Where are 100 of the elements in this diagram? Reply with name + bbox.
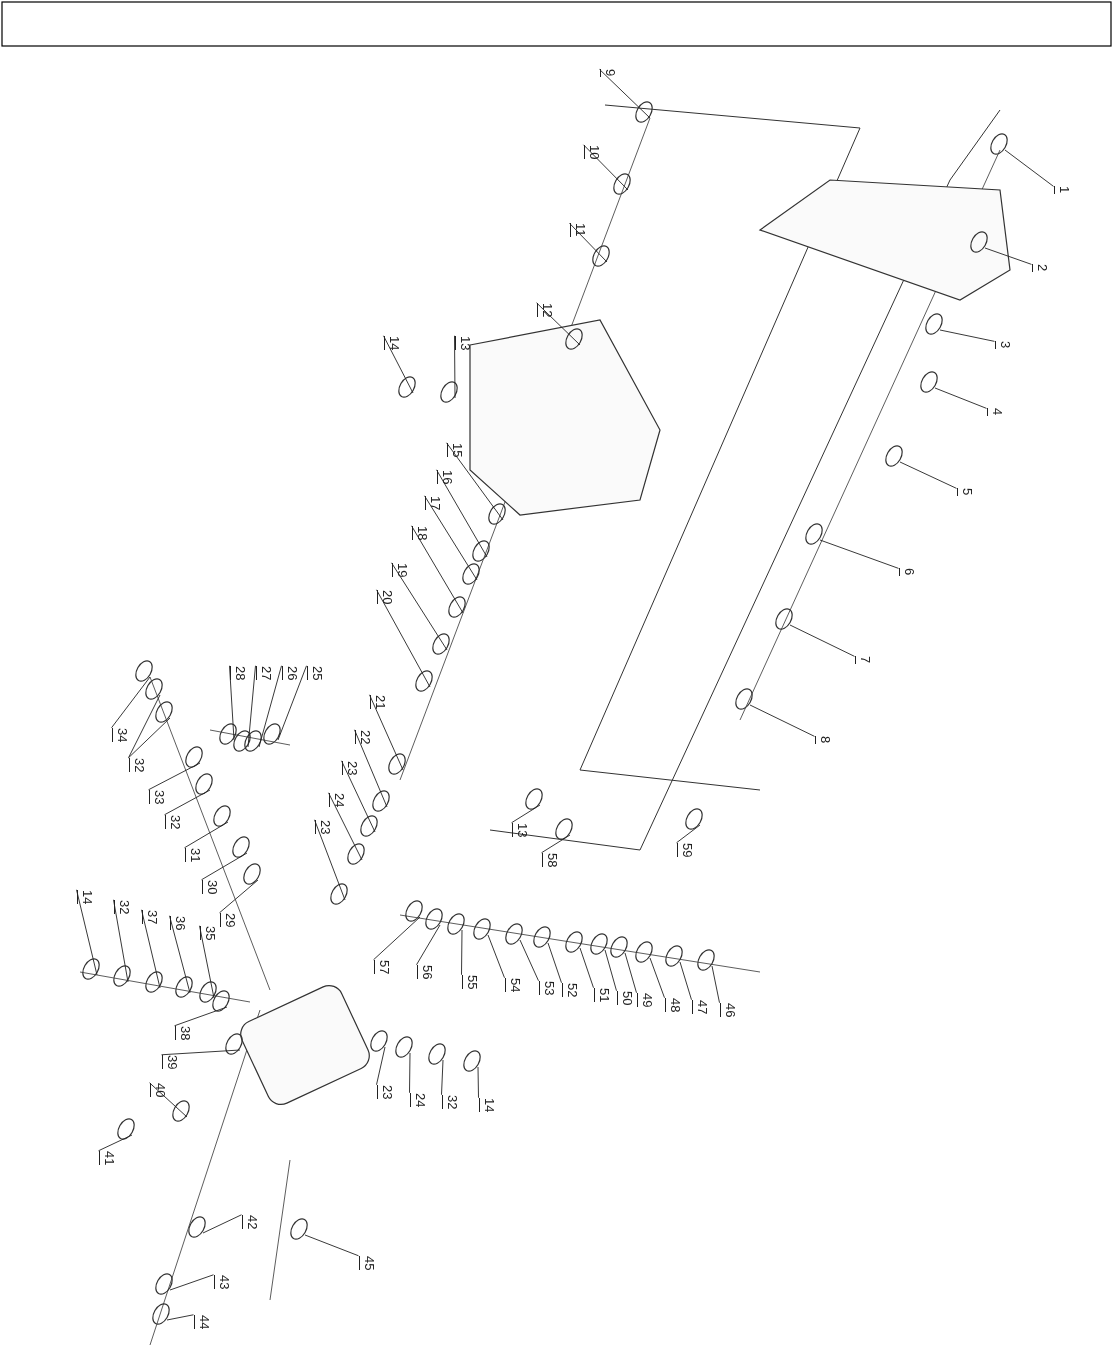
- leader-line: [111, 676, 151, 729]
- leader-line: [511, 804, 541, 824]
- leader-line: [547, 942, 562, 984]
- callout-number: 13: [511, 822, 529, 838]
- callout-number: 24: [328, 792, 346, 808]
- leader-line: [411, 525, 464, 614]
- callout-number: 43: [213, 1274, 231, 1290]
- leader-line: [624, 952, 637, 994]
- leader-line: [141, 909, 161, 989]
- callout-number: 33: [148, 789, 166, 805]
- callout-number: 40: [149, 1082, 167, 1098]
- leader-line: [819, 539, 899, 569]
- callout-number: 22: [354, 729, 372, 745]
- leader-line: [169, 915, 191, 994]
- leader-line: [304, 1234, 359, 1257]
- leader-line: [424, 495, 478, 581]
- callout-number: 15: [446, 442, 464, 458]
- leader-line: [579, 947, 594, 989]
- leader-line: [98, 1134, 133, 1152]
- callout-number: 53: [538, 980, 556, 996]
- callout-number: 35: [199, 925, 217, 941]
- leader-line: [679, 961, 692, 1001]
- callout-number: 18: [411, 525, 429, 541]
- leader-line: [461, 929, 463, 976]
- callout-number: 3: [994, 341, 1012, 349]
- callout-number: 23: [341, 760, 359, 776]
- leader-line: [454, 335, 456, 399]
- callout-number: 32: [441, 1094, 459, 1110]
- leader-line: [519, 939, 539, 982]
- leader-line: [354, 729, 388, 808]
- callout-number: 38: [174, 1025, 192, 1041]
- callout-number: 51: [593, 987, 611, 1003]
- callout-number: 50: [616, 990, 634, 1006]
- leader-line: [789, 624, 855, 657]
- leader-line: [76, 889, 98, 976]
- callout-number: 28: [229, 665, 247, 681]
- leader-line: [164, 789, 211, 816]
- leader-line: [161, 1049, 241, 1056]
- leader-line: [583, 144, 629, 191]
- leader-line: [128, 694, 161, 759]
- leader-line: [391, 562, 448, 651]
- leader-line: [166, 1314, 194, 1321]
- leader-line: [376, 589, 431, 688]
- leader-line: [899, 461, 957, 489]
- callout-number: 19: [391, 562, 409, 578]
- callout-number: 1: [1053, 186, 1071, 194]
- leader-line: [487, 934, 505, 979]
- leader-line: [219, 879, 259, 914]
- callout-number: 25: [306, 665, 324, 681]
- callout-number: 2: [1031, 264, 1049, 272]
- leader-line: [376, 1046, 386, 1086]
- callout-number: 14: [383, 335, 401, 351]
- callout-number: 58: [541, 852, 559, 868]
- leader-line: [383, 335, 414, 394]
- leader-line: [536, 302, 581, 346]
- leader-line: [328, 792, 363, 861]
- callout-number: 47: [691, 999, 709, 1015]
- callout-number: 44: [193, 1314, 211, 1330]
- callout-number: 24: [409, 1092, 427, 1108]
- leader-line: [604, 949, 617, 992]
- leader-line: [409, 1052, 411, 1094]
- leader-line: [341, 760, 376, 833]
- callout-number: 56: [416, 964, 434, 980]
- callout-number: 42: [241, 1214, 259, 1230]
- leader-line: [169, 1274, 214, 1291]
- leader-line: [676, 824, 701, 844]
- callout-number: 4: [986, 408, 1004, 416]
- callout-number: 10: [583, 144, 601, 160]
- callout-number: 23: [314, 819, 332, 835]
- callout-number: 36: [169, 915, 187, 931]
- callout-number: 34: [111, 727, 129, 743]
- callout-number: 45: [358, 1255, 376, 1271]
- leader-line: [314, 819, 346, 901]
- callout-number: 49: [636, 992, 654, 1008]
- callout-number: 48: [664, 997, 682, 1013]
- leader-line: [569, 222, 608, 263]
- callout-number: 31: [184, 847, 202, 863]
- leader-line: [1004, 149, 1054, 187]
- leader-line: [113, 899, 129, 983]
- leader-line: [174, 1006, 228, 1027]
- callout-number: 8: [814, 736, 832, 744]
- callout-number: 37: [141, 909, 159, 925]
- callout-number: 11: [569, 223, 587, 237]
- leader-line: [939, 329, 995, 342]
- leader-line: [369, 694, 404, 771]
- leader-line: [711, 965, 720, 1004]
- callout-number: 7: [854, 656, 872, 664]
- leader-line: [149, 1082, 188, 1118]
- callout-number: 52: [561, 982, 579, 998]
- leader-line: [436, 469, 488, 558]
- callout-number: 55: [461, 974, 479, 990]
- leader-line: [599, 68, 651, 119]
- callout-number: 29: [219, 912, 237, 928]
- callout-number: 32: [113, 899, 131, 915]
- leader-line: [984, 247, 1032, 265]
- callout-number: 54: [504, 977, 522, 993]
- callout-number: 46: [719, 1002, 737, 1018]
- callout-number: 12: [536, 302, 554, 318]
- leader-line: [201, 852, 248, 881]
- leader-line: [202, 1214, 242, 1234]
